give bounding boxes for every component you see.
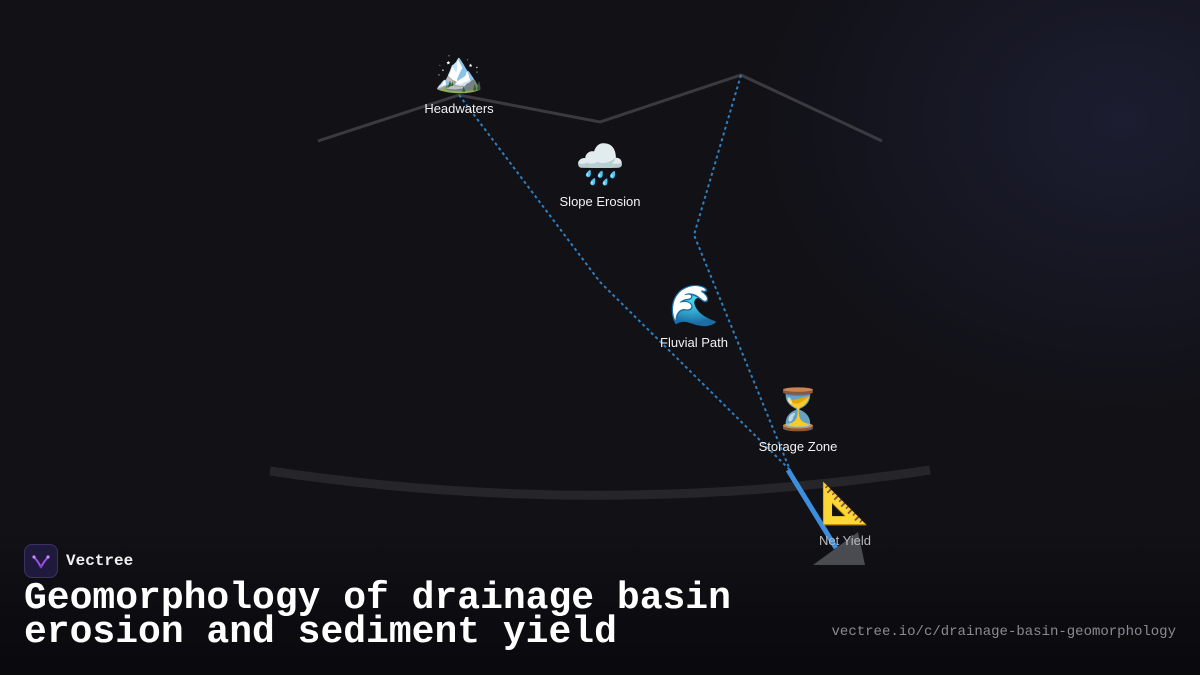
node-net-yield[interactable]: 📐 Net Yield bbox=[765, 481, 925, 548]
node-storage-zone[interactable]: ⏳ Storage Zone bbox=[718, 387, 878, 454]
rain-cloud-icon: 🌧️ bbox=[575, 143, 625, 187]
vectree-logo-icon bbox=[24, 544, 58, 578]
triangular-ruler-icon: 📐 bbox=[820, 482, 870, 526]
yield-line bbox=[785, 468, 839, 550]
brand-name: Vectree bbox=[66, 552, 134, 570]
flow-path-headwaters bbox=[458, 94, 791, 471]
ridge-line bbox=[317, 73, 883, 143]
node-headwaters[interactable]: 🏔️ Headwaters bbox=[379, 49, 539, 116]
node-label: Headwaters bbox=[424, 101, 494, 116]
node-slope-erosion[interactable]: 🌧️ Slope Erosion bbox=[520, 142, 680, 209]
source-url[interactable]: vectree.io/c/drainage-basin-geomorpholog… bbox=[831, 624, 1176, 640]
mountain-icon: 🏔️ bbox=[434, 50, 484, 94]
node-label: Storage Zone bbox=[758, 439, 838, 454]
basin-floor bbox=[269, 465, 931, 500]
brand[interactable]: Vectree bbox=[24, 544, 133, 578]
node-label: Slope Erosion bbox=[559, 194, 641, 209]
page-title: Geomorphology of drainage basin erosion … bbox=[24, 577, 731, 654]
node-label: Fluvial Path bbox=[660, 335, 728, 350]
wave-icon: 🌊 bbox=[669, 284, 719, 328]
hourglass-icon: ⏳ bbox=[773, 388, 823, 432]
node-fluvial-path[interactable]: 🌊 Fluvial Path bbox=[614, 283, 774, 350]
flow-path-ridge-peak bbox=[692, 74, 791, 471]
yield-triangle bbox=[813, 532, 865, 565]
node-label: Net Yield bbox=[818, 533, 872, 548]
